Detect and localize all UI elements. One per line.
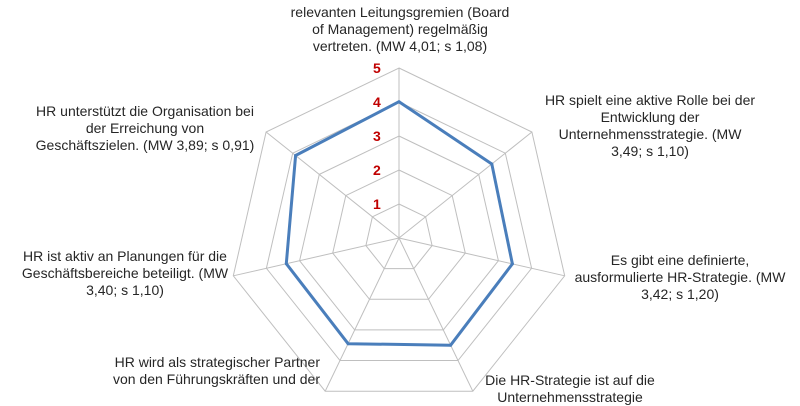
scale-tick-5: 5	[373, 60, 381, 76]
data-point-1	[397, 100, 401, 104]
data-point-7	[294, 154, 298, 157]
axis-label-business-goals: HR unterstützt die Organisation bei der …	[35, 103, 255, 153]
axis-spoke-2	[398, 131, 533, 239]
axis-spoke-7	[265, 131, 400, 239]
data-point-2	[490, 162, 494, 166]
grid-ring-2	[332, 169, 466, 300]
series-line-1	[284, 100, 514, 347]
scale-tick-4: 4	[373, 94, 381, 110]
grid-ring-3	[299, 135, 499, 331]
grid-ring-4	[265, 101, 533, 361]
data-point-3	[510, 262, 514, 266]
axis-spoke-3	[398, 237, 565, 277]
scale-tick-2: 2	[373, 162, 381, 178]
axis-label-strategy-alignment: Die HR-Strategie ist auf die Unternehmen…	[485, 372, 655, 405]
axis-spoke-4	[398, 237, 474, 392]
axis-label-defined-hr-strategy: Es gibt eine definierte, ausformulierte …	[574, 252, 786, 302]
axis-spoke-5	[324, 237, 400, 392]
axis-label-strategy-development: HR spielt eine aktive Rolle bei der Entw…	[544, 92, 756, 159]
data-point-5	[346, 342, 350, 346]
scale-tick-3: 3	[373, 128, 381, 144]
grid-ring-5	[232, 67, 566, 392]
data-point-4	[449, 343, 453, 347]
grid-ring-1	[365, 203, 433, 270]
axis-label-business-planning: HR ist aktiv an Planungen für die Geschä…	[21, 248, 229, 298]
axis-spoke-6	[233, 237, 400, 277]
axis-label-board-representation: relevanten Leitungsgremien (Board of Man…	[290, 4, 510, 54]
data-point-6	[284, 262, 288, 266]
scale-tick-1: 1	[373, 196, 381, 212]
axis-label-strategic-partner: HR wird als strategischer Partner von de…	[112, 354, 320, 387]
